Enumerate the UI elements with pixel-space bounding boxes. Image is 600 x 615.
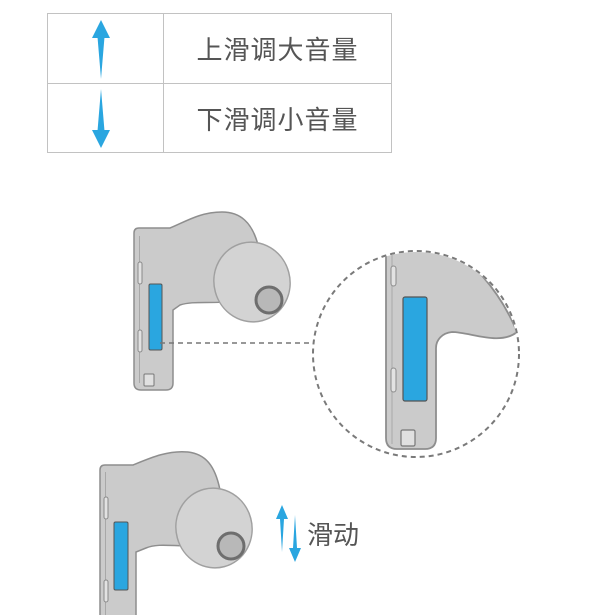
zoomed-stem-touch-strip [402, 296, 428, 402]
zoomed-stem-slot-upper [390, 265, 397, 287]
gesture-table: 上滑调大音量 下滑调小音量 [47, 13, 392, 153]
up-arrow-stem [97, 37, 105, 79]
swipe-down-arrow [289, 515, 301, 562]
gesture-row-volume-down: 下滑调小音量 [48, 84, 391, 153]
down-arrow-icon [92, 89, 110, 148]
earbud-bottom-body [99, 450, 221, 615]
gesture-label-volume-down: 下滑调小音量 [196, 106, 359, 136]
earbud-bottom-slot-upper [103, 496, 109, 520]
earbud-top-charging-notch [143, 373, 155, 387]
earbud-bottom-ear-tip-hole [216, 531, 246, 561]
earbud-top-slot-lower [137, 329, 143, 353]
zoomed-stem-charging-notch [400, 429, 416, 447]
swipe-arrows-icon [276, 505, 301, 562]
gesture-icon-cell [48, 14, 164, 83]
earbud-top-slot-upper [137, 261, 143, 285]
zoomed-earbud-stem [385, 252, 518, 450]
gesture-label-volume-up: 上滑调大音量 [196, 36, 359, 66]
swipe-label: 滑动 [307, 521, 360, 551]
earbud-top [133, 211, 291, 391]
earbud-top-touch-strip [148, 283, 163, 351]
gesture-icon-cell [48, 84, 164, 153]
earbud-bottom [99, 450, 253, 615]
down-arrow-stem [97, 89, 105, 131]
down-arrow-head [92, 130, 110, 148]
gesture-row-volume-up: 上滑调大音量 [48, 14, 391, 84]
up-arrow-head [92, 20, 110, 38]
up-arrow-icon [92, 20, 110, 79]
earbud-top-ear-tip-hole [254, 285, 284, 315]
swipe-up-arrow [276, 505, 288, 552]
earbud-bottom-touch-strip [113, 521, 129, 591]
earbud-bottom-slot-lower [103, 579, 109, 603]
zoomed-stem-slot-lower [390, 367, 397, 393]
